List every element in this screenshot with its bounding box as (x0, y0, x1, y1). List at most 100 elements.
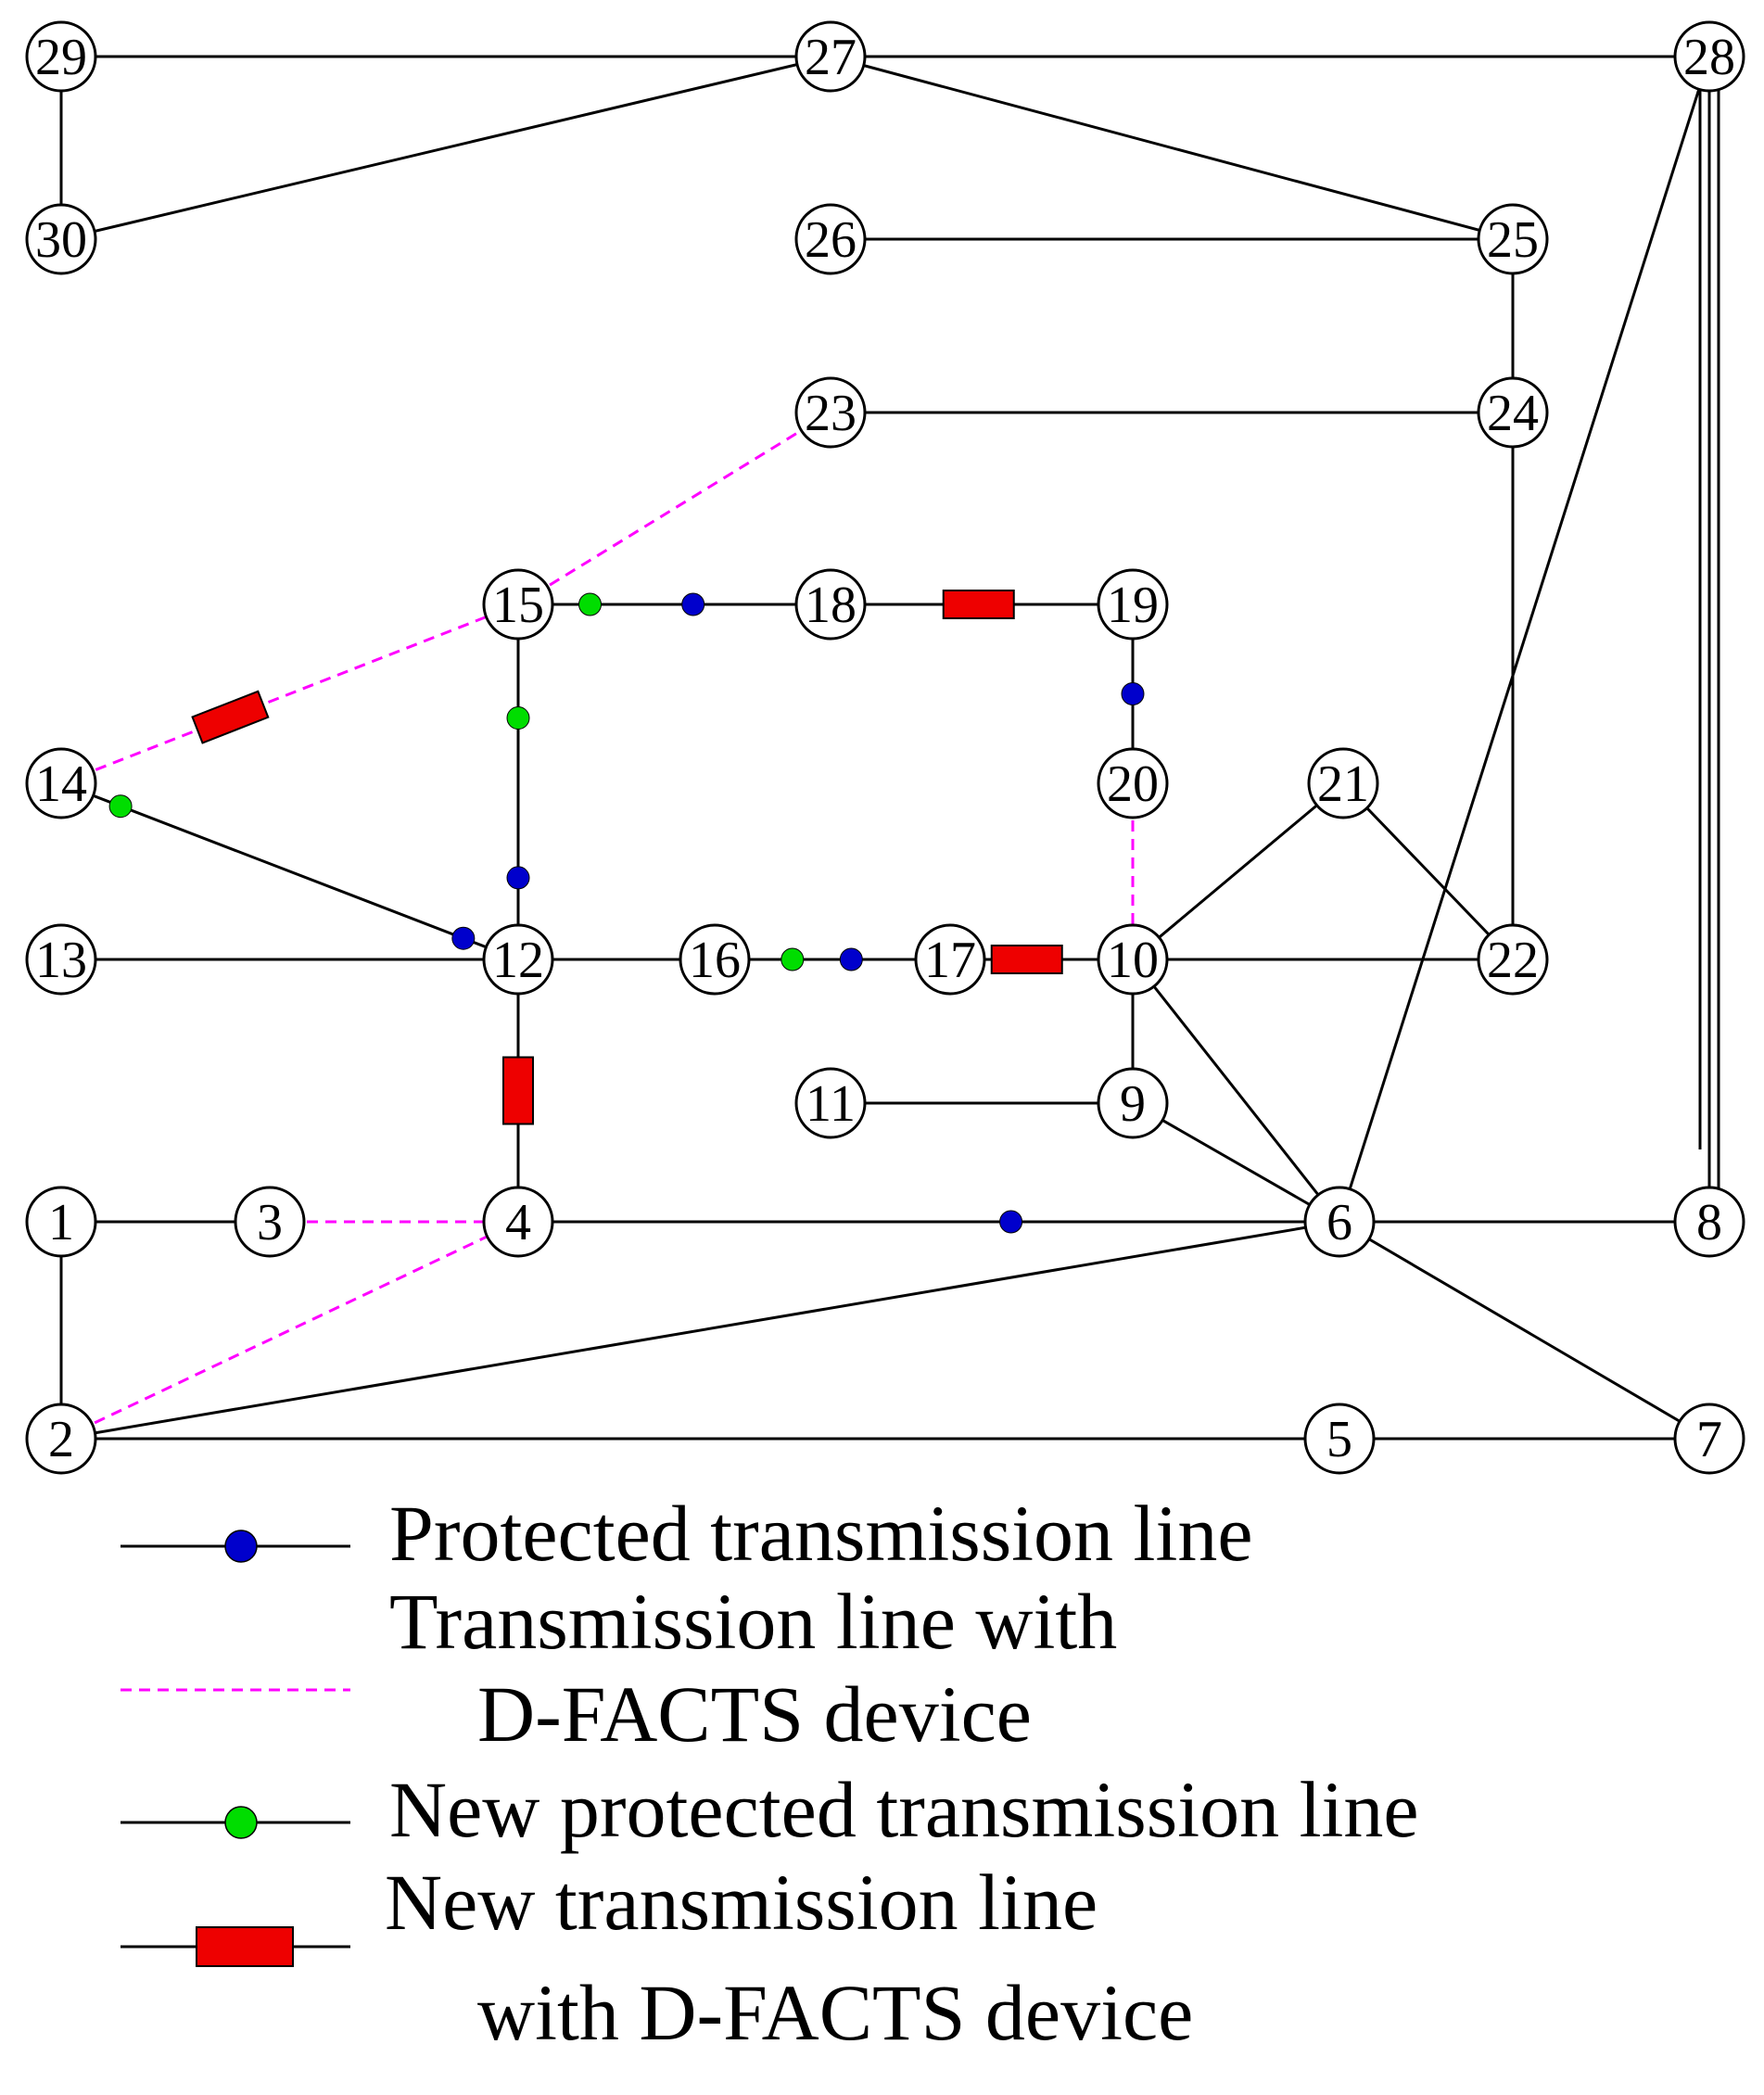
dfacts-device-4-12 (502, 1056, 534, 1125)
bus-label-17: 17 (924, 932, 976, 989)
legend-protected-marker (224, 1530, 258, 1563)
bus-14: 14 (25, 747, 97, 819)
bus-8: 8 (1673, 1186, 1745, 1258)
bus-label-25: 25 (1487, 211, 1539, 269)
line-15-23 (517, 411, 831, 606)
bus-circle-30 (25, 203, 97, 275)
legend-new-protected-text: New protected transmission line (389, 1765, 1419, 1854)
legend-item-dfacts: Transmission line with D-FACTS device (121, 1577, 1117, 1759)
bus-label-29: 29 (35, 29, 87, 86)
bus-21: 21 (1307, 747, 1379, 819)
bus-circle-7 (1673, 1403, 1745, 1475)
bus-label-22: 22 (1487, 932, 1539, 989)
line-14-15 (60, 603, 519, 785)
bus-19: 19 (1097, 568, 1169, 641)
bus-11: 11 (794, 1067, 867, 1139)
new-protected-marker-12-15-1 (506, 706, 530, 730)
bus-label-18: 18 (805, 577, 857, 634)
bus-circle-13 (25, 923, 97, 996)
new-protected-marker-16-17-0 (780, 947, 805, 971)
bus-5: 5 (1303, 1403, 1376, 1475)
bus-circle-15 (482, 568, 554, 641)
bus-circle-21 (1307, 747, 1379, 819)
line-6-10 (1131, 959, 1341, 1223)
bus-circle-19 (1097, 568, 1169, 641)
bus-12: 12 (482, 923, 554, 996)
line-21-22 (1341, 781, 1515, 961)
line-6-7 (1339, 1220, 1710, 1441)
bus-circle-20 (1097, 747, 1169, 819)
legend-item-new-protected: New protected transmission line (121, 1765, 1419, 1854)
bus-17: 17 (914, 923, 986, 996)
bus-9: 9 (1097, 1067, 1169, 1139)
bus-4: 4 (482, 1186, 554, 1258)
bus-label-5: 5 (1326, 1411, 1352, 1468)
bus-10: 10 (1097, 923, 1169, 996)
protected-marker-15-18-1 (681, 592, 705, 616)
bus-7: 7 (1673, 1403, 1745, 1475)
bus-label-1: 1 (48, 1194, 74, 1251)
bus-3: 3 (234, 1186, 306, 1258)
bus-26: 26 (794, 203, 867, 275)
bus-6: 6 (1303, 1186, 1376, 1258)
bus-label-16: 16 (689, 932, 741, 989)
legend: Protected transmission line Transmission… (121, 1489, 1419, 2057)
line-25-27 (830, 55, 1514, 241)
line-12-14 (60, 781, 519, 961)
bus-circle-8 (1673, 1186, 1745, 1258)
bus-28: 28 (1673, 20, 1745, 93)
bus-label-28: 28 (1683, 29, 1735, 86)
bus-circle-17 (914, 923, 986, 996)
bus-2: 2 (25, 1403, 97, 1475)
bus-circle-27 (794, 20, 867, 93)
bus-circle-16 (679, 923, 751, 996)
bus-29: 29 (25, 20, 97, 93)
bus-circle-12 (482, 923, 554, 996)
bus-label-4: 4 (505, 1194, 531, 1251)
bus-circle-29 (25, 20, 97, 93)
line-2-6 (60, 1220, 1340, 1441)
line-2-4 (60, 1220, 519, 1441)
line-6-9 (1132, 1101, 1340, 1224)
bus-circle-28 (1673, 20, 1745, 93)
bus-label-11: 11 (806, 1075, 856, 1133)
bus-30: 30 (25, 203, 97, 275)
bus-label-21: 21 (1317, 755, 1369, 813)
bus-20: 20 (1097, 747, 1169, 819)
bus-circle-2 (25, 1403, 97, 1475)
bus-label-13: 13 (35, 932, 87, 989)
transmission-lines (59, 55, 1720, 1441)
protected-marker-12-15-0 (506, 866, 530, 890)
legend-item-protected: Protected transmission line (121, 1489, 1253, 1578)
bus-label-23: 23 (805, 385, 857, 442)
line-6-28 (1338, 56, 1711, 1223)
bus-label-7: 7 (1696, 1411, 1722, 1468)
bus-label-24: 24 (1487, 385, 1539, 442)
bus-15: 15 (482, 568, 554, 641)
bus-circle-22 (1477, 923, 1549, 996)
legend-dfacts-text-1: Transmission line with (389, 1577, 1117, 1666)
bus-label-19: 19 (1107, 577, 1159, 634)
new-protected-marker-12-14-1 (108, 794, 133, 819)
bus-label-8: 8 (1696, 1194, 1722, 1251)
bus-circle-5 (1303, 1403, 1376, 1475)
bus-circle-10 (1097, 923, 1169, 996)
bus-circle-23 (794, 376, 867, 449)
bus-label-3: 3 (257, 1194, 283, 1251)
bus-24: 24 (1477, 376, 1549, 449)
bus-25: 25 (1477, 203, 1549, 275)
bus-label-27: 27 (805, 29, 857, 86)
legend-new-dfacts-text-2: with D-FACTS device (477, 1968, 1193, 2057)
legend-new-protected-marker (224, 1806, 258, 1839)
bus-label-9: 9 (1120, 1075, 1146, 1133)
line-markers (108, 590, 1145, 1234)
bus-label-20: 20 (1107, 755, 1159, 813)
bus-circle-26 (794, 203, 867, 275)
bus-circle-6 (1303, 1186, 1376, 1258)
protected-marker-16-17-1 (839, 947, 863, 971)
dfacts-device-17-10 (990, 945, 1063, 974)
bus-circle-24 (1477, 376, 1549, 449)
legend-protected-text: Protected transmission line (389, 1489, 1253, 1578)
bus-16: 16 (679, 923, 751, 996)
